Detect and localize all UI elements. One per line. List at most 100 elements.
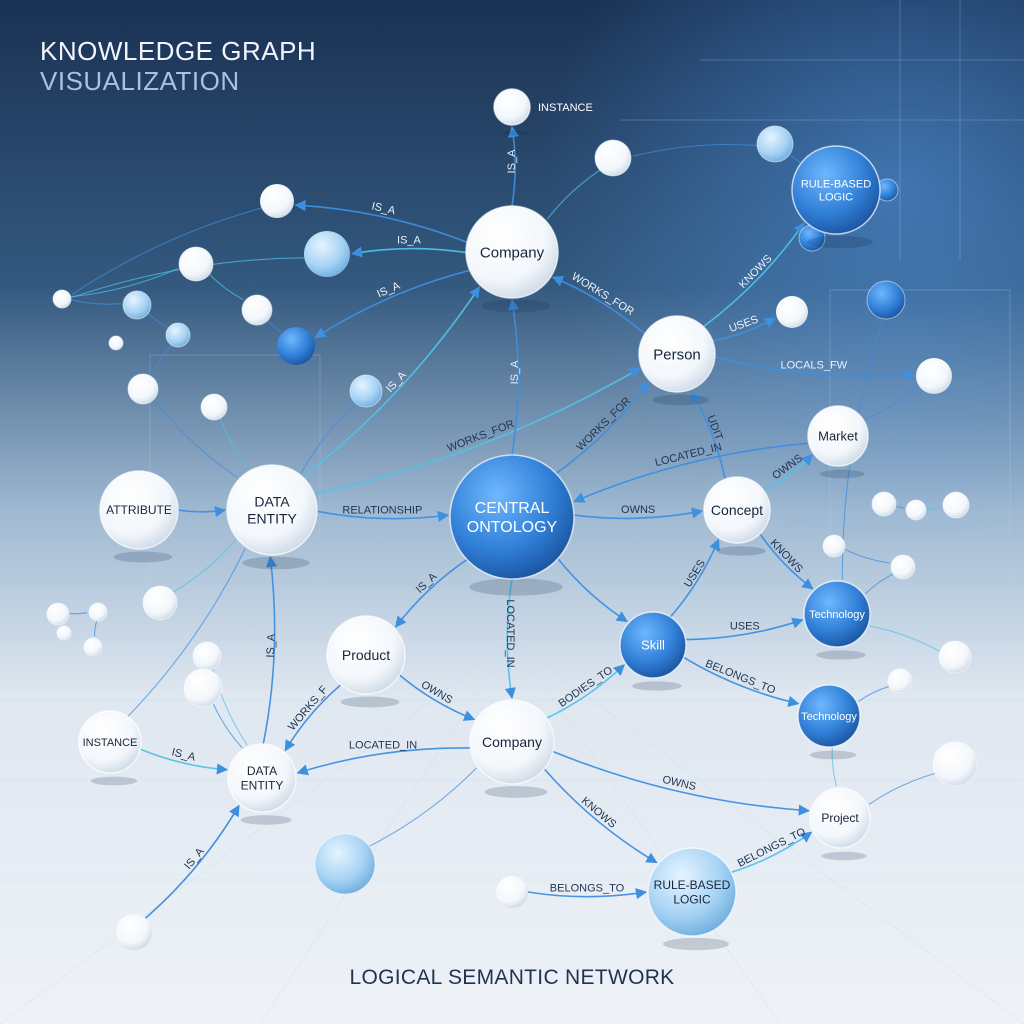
edge-central-to-concept [573, 507, 704, 520]
edge-label: LOCATED_IN [504, 599, 516, 667]
node-label: Skill [641, 638, 665, 653]
node-shadow [240, 815, 292, 825]
node-shadow [484, 786, 548, 798]
edge-connector [790, 155, 802, 164]
graph-node-small [183, 668, 223, 708]
edge-skill-to-tech_right [685, 617, 804, 641]
edge-data_entity_low-to-data_entity_mid [262, 555, 278, 745]
edge-label: IS_A [375, 280, 402, 301]
edge-connector [865, 573, 894, 595]
graph-node-small [496, 876, 528, 908]
edges [68, 125, 942, 919]
edge-company_top-to-small_top_a [294, 199, 468, 243]
edge-skill-to-tech_low [683, 656, 800, 707]
edge-small_bottom-to-rule_bot [527, 888, 648, 900]
node-label-line: INSTANCE [83, 737, 138, 749]
node-label: Person [653, 346, 701, 363]
node-label: Company [480, 244, 545, 261]
edge-connector [895, 505, 905, 509]
edge-company_bot-to-skill [546, 664, 625, 719]
graph-node-person[interactable]: Person [638, 315, 716, 406]
edge-connector [212, 703, 243, 749]
graph-node-company-top[interactable]: Company [465, 205, 559, 313]
graph-node-small [83, 637, 103, 657]
node-sphere [797, 684, 861, 748]
node-shadow [816, 650, 866, 660]
graph-node-small [88, 602, 108, 622]
graph-node-attribute[interactable]: ATTRIBUTE [99, 470, 179, 563]
edge-label: USES [682, 558, 708, 590]
graph-node-small [52, 289, 72, 309]
node-label: Product [342, 647, 390, 663]
graph-node-instance-top[interactable]: INSTANCE [493, 88, 593, 136]
graph-node-small [142, 585, 178, 621]
node-label-line: Technology [809, 609, 865, 621]
graph-node-small [776, 296, 808, 328]
graph-node-market[interactable]: Market [807, 405, 869, 479]
graph-node-small [304, 231, 350, 277]
node-shadow [469, 578, 563, 596]
graph-node-small [241, 294, 273, 326]
graph-node-project[interactable]: Project [809, 787, 871, 861]
edge-connector [68, 612, 88, 615]
graph-node-skill[interactable]: Skill [619, 611, 687, 691]
graph-node-small [314, 833, 376, 895]
node-label-line: Technology [801, 711, 857, 723]
edge-data_entity_mid-to-central [316, 510, 450, 522]
graph-node-tech-low[interactable]: Technology [797, 684, 861, 760]
graph-node-small [56, 625, 72, 641]
node-label-line: Company [480, 244, 545, 261]
node-sphere [326, 615, 406, 695]
graph-node-small [822, 534, 846, 558]
node-sphere [226, 464, 318, 556]
node-label-line: LOGIC [819, 191, 853, 203]
diagram-subtitle: VISUALIZATION [40, 66, 240, 96]
edge-label: BELONGS_TO [736, 826, 808, 870]
edge-company_bot-to-data_entity_low [296, 747, 471, 776]
node-sphere [449, 454, 575, 580]
node-label-line: Product [342, 647, 390, 663]
graph-node-concept[interactable]: Concept [703, 476, 771, 556]
node-sphere [638, 315, 716, 393]
edge-label: KNOWS [737, 253, 775, 291]
graph-node-tech-right[interactable]: Technology [803, 580, 871, 660]
edge-connector [219, 418, 250, 470]
node-label: ATTRIBUTE [106, 503, 172, 517]
node-label-line: DATA [247, 764, 277, 778]
graph-node-company-bot[interactable]: Company [469, 699, 555, 798]
graph-node-instance-left[interactable]: INSTANCE [78, 710, 142, 786]
graph-node-small [938, 640, 972, 674]
edge-label: KNOWS [579, 795, 619, 831]
edge-company_top-to-small_top_b [350, 246, 467, 258]
node-label-line: DATA [254, 494, 290, 510]
edge-label: KNOWS [768, 537, 805, 575]
edge-label: IS_A [509, 360, 521, 385]
edge-concept-to-market [763, 454, 813, 492]
node-label-line: RULE-BASED [801, 178, 871, 190]
graph-node-small [192, 641, 222, 671]
edge-connector [71, 207, 262, 295]
node-shadow [481, 299, 551, 313]
edge-label: RELATIONSHIP [342, 504, 422, 516]
edge-company_bot-to-project [552, 750, 810, 816]
edge-connector [127, 548, 246, 717]
edge-connector [844, 548, 890, 564]
edge-label: IS_A [506, 149, 518, 174]
node-shadow [90, 776, 138, 786]
edge-central-to-skill [557, 558, 629, 623]
graph-node-product[interactable]: Product [326, 615, 406, 708]
node-sphere [465, 205, 559, 299]
edge-label: OWNS [621, 504, 655, 516]
graph-node-small [890, 554, 916, 580]
edge-person-to-rule_top [702, 222, 805, 328]
node-sphere [99, 470, 179, 550]
